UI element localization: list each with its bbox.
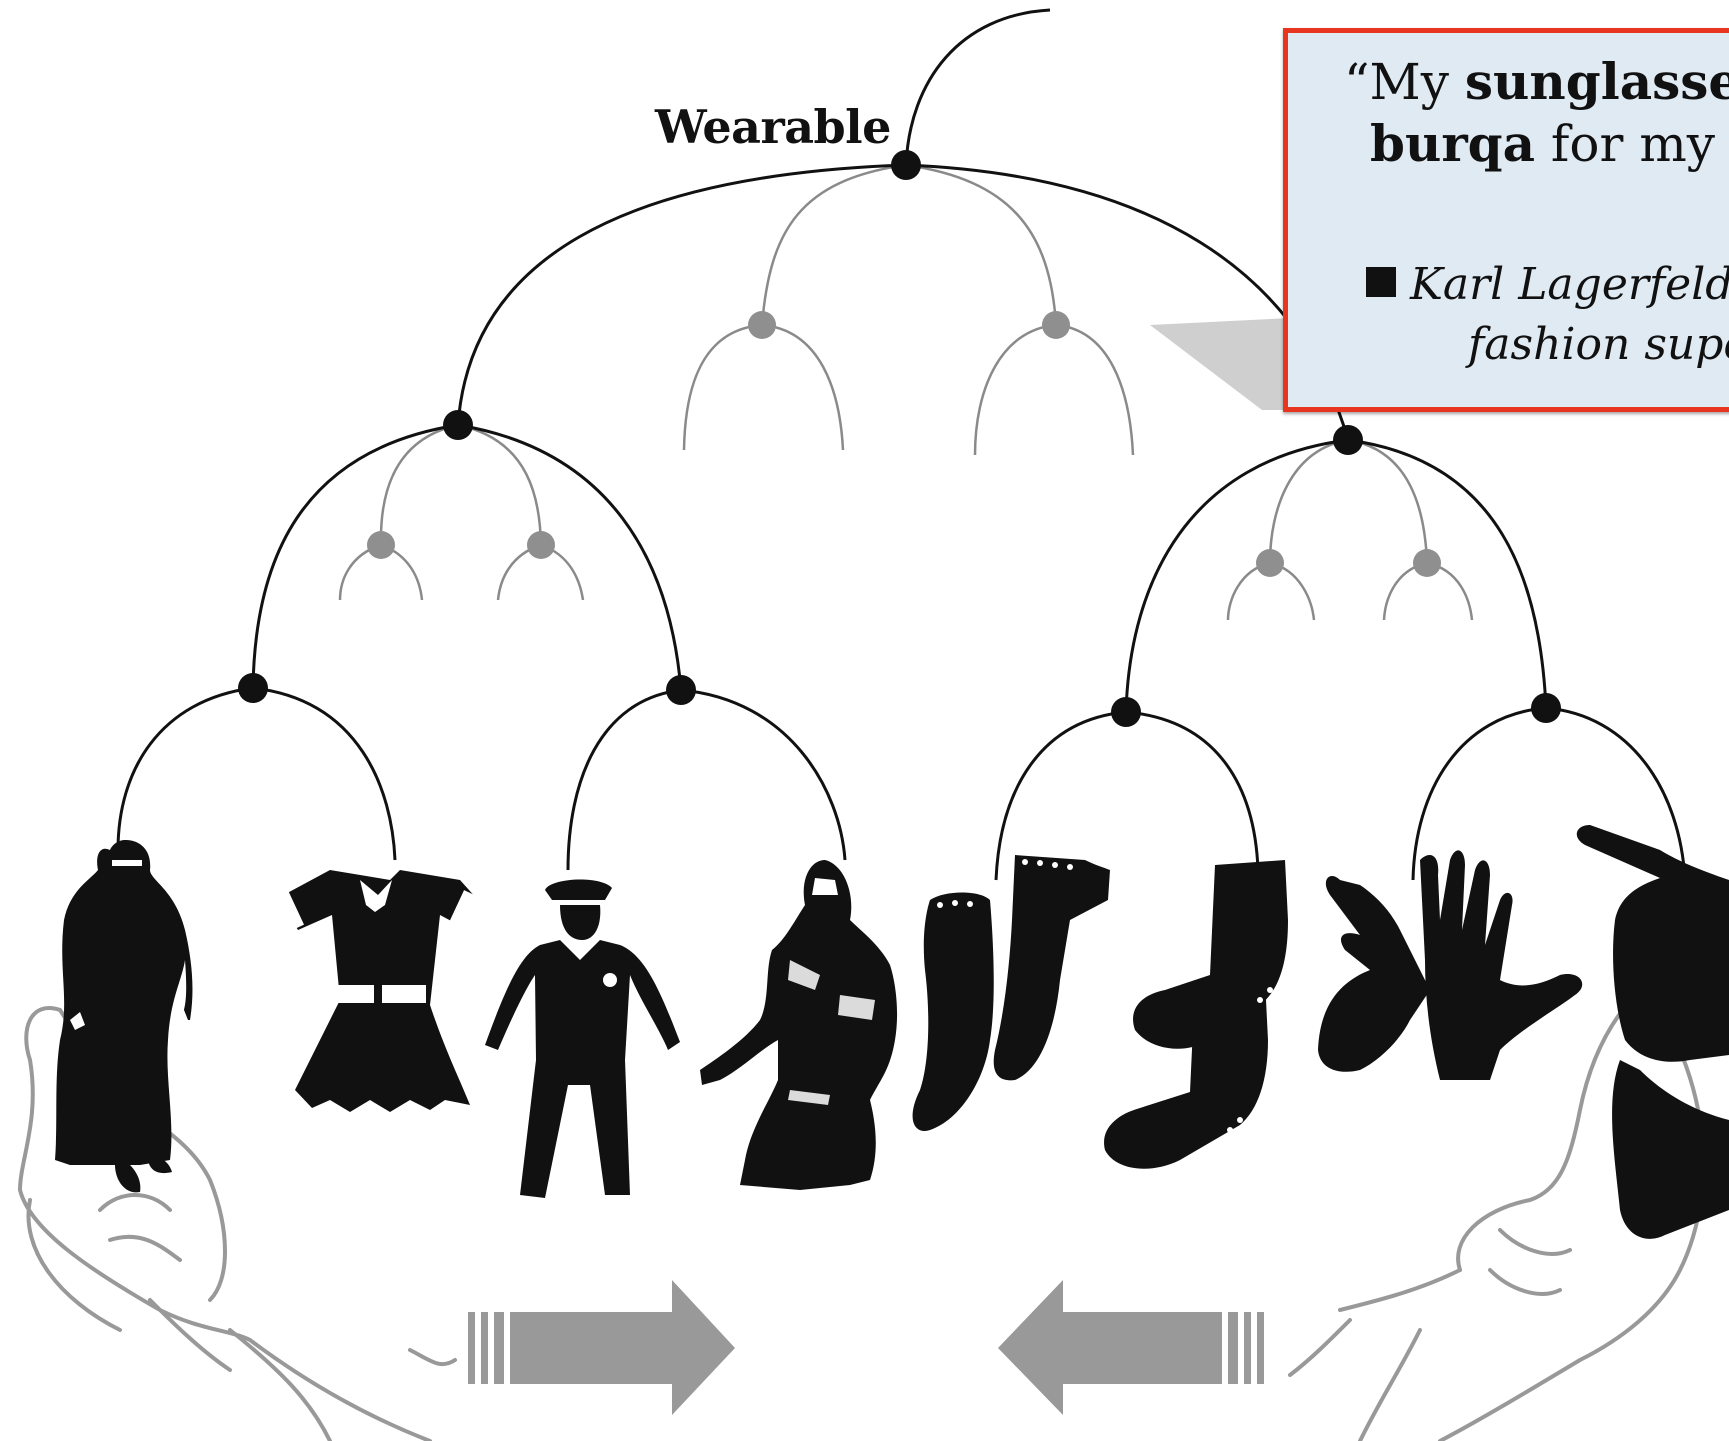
root-category-label: Wearable [655, 100, 891, 154]
burqa-icon [55, 840, 193, 1193]
attribution-line-2: fashion supe [1468, 319, 1729, 370]
quote-text: “My sunglasses burqa for my e [1344, 51, 1729, 175]
shoes-icon [912, 855, 1110, 1131]
attribution-line-1: Karl Lagerfeld, [1366, 259, 1729, 310]
quote-bold-2: burqa [1370, 114, 1536, 173]
sunglasses-icon [1576, 825, 1729, 1239]
dress-icon [268, 870, 484, 1112]
quote-line-2: burqa for my e [1370, 113, 1729, 175]
quote-callout: “My sunglasses burqa for my e Karl Lager… [1283, 28, 1729, 412]
uniform-icon [485, 879, 680, 1198]
bullet-square-icon [1366, 267, 1396, 297]
right-arrow-icon [468, 1280, 735, 1415]
armor-icon [700, 860, 898, 1190]
quote-open: “My [1344, 53, 1465, 111]
quote-attribution: Karl Lagerfeld, fashion supe [1366, 255, 1729, 375]
attribution-name: Karl Lagerfeld, [1410, 259, 1729, 310]
quote-text-2: for my e [1550, 115, 1729, 173]
right-hand-icon [1288, 988, 1706, 1441]
socks-icon [1104, 860, 1288, 1169]
quote-line-1: “My sunglasses [1344, 52, 1729, 111]
faded-nodes [367, 311, 1441, 577]
callout-pointer [1150, 318, 1290, 410]
main-nodes [238, 150, 1561, 727]
gloves-icon [1318, 850, 1583, 1080]
quote-bold-1: sunglasses [1464, 52, 1729, 111]
left-arrow-icon [998, 1280, 1264, 1415]
